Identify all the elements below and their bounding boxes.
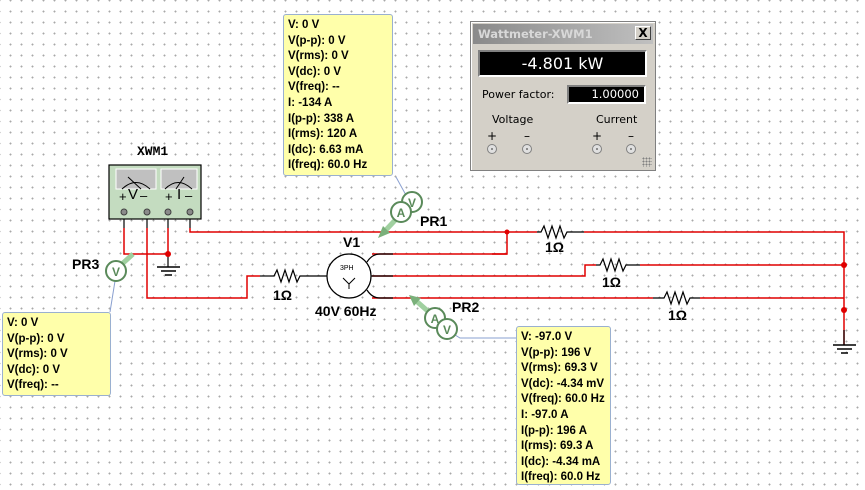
wattmeter-v-label: V <box>128 186 139 203</box>
resistor-load-c-label: 1Ω <box>668 307 688 323</box>
junction-dot <box>165 251 171 257</box>
probe-pr1-readout: V: 0 V V(p-p): 0 V V(rms): 0 V V(dc): 0 … <box>283 14 393 176</box>
reading: I(p-p): 338 A <box>288 112 355 125</box>
reading: V: -97.0 V <box>521 331 573 343</box>
wires <box>123 228 845 345</box>
power-reading-display: -4.801 kW <box>478 50 647 77</box>
junction-dot <box>504 229 510 235</box>
ground-icon <box>157 266 180 276</box>
junction-dot <box>841 307 847 313</box>
three-phase-source[interactable] <box>326 253 372 299</box>
reading: V: 0 V <box>288 19 320 31</box>
wattmeter-window-title[interactable]: Wattmeter-XWM1 <box>473 24 653 44</box>
reading: V(dc): 0 V <box>7 363 61 376</box>
wire-load-a-out <box>584 231 845 345</box>
reading: V(p-p): 0 V <box>288 34 346 47</box>
source-value-label: 40V 60Hz <box>315 303 377 319</box>
probe-pr2-label: PR2 <box>452 299 480 315</box>
reading: V(freq): 60.0 Hz <box>521 393 605 406</box>
component-leads <box>123 218 845 345</box>
power-factor-value: 1.00000 <box>567 85 646 104</box>
current-minus-sign: – <box>628 129 634 143</box>
resistor-load-b-label: 1Ω <box>602 274 622 290</box>
voltage-minus-sign: – <box>524 129 530 143</box>
current-plus-sign: + <box>592 129 603 143</box>
probe-pr1-label: PR1 <box>420 213 448 229</box>
terminal-i-plus <box>164 208 172 216</box>
reading: I(dc): 6.63 mA <box>288 143 364 156</box>
ammeter-dial-icon <box>164 182 193 190</box>
resistor-load-a[interactable] <box>537 224 584 240</box>
close-button[interactable]: X <box>635 26 651 40</box>
reading: V(freq): -- <box>288 81 340 94</box>
resistor-source-label: 1Ω <box>273 287 293 303</box>
resistor-source[interactable] <box>270 268 303 284</box>
probe-pr3-label: PR3 <box>72 256 100 272</box>
wire-wm-iminus <box>189 228 507 233</box>
probe-pr1-icon[interactable]: V A <box>378 191 423 238</box>
reading: V(freq): -- <box>7 379 59 392</box>
wattmeter-v-plus: + <box>119 189 127 204</box>
wattmeter-i-label: I <box>177 186 182 203</box>
terminal-i-minus <box>186 208 194 216</box>
reading: I(p-p): 196 A <box>521 424 588 437</box>
ground-icon <box>833 344 856 354</box>
voltage-minus-terminal[interactable] <box>522 144 532 154</box>
svg-text:V: V <box>112 265 120 279</box>
junction-dot <box>841 262 847 268</box>
junctions <box>165 229 847 313</box>
terminal-v-minus <box>143 208 151 216</box>
wattmeter-i-minus: – <box>185 188 193 203</box>
wire-phase-b <box>372 264 596 277</box>
probe-pr2-readout: V: -97.0 V V(p-p): 196 V V(rms): 69.3 V … <box>516 326 611 485</box>
voltage-plus-terminal[interactable] <box>487 144 497 154</box>
reading: V(rms): 0 V <box>288 50 349 63</box>
svg-text:A: A <box>431 312 440 326</box>
resistor-load-c[interactable] <box>653 290 700 306</box>
svg-text:V: V <box>443 323 451 337</box>
resize-grip-icon[interactable] <box>642 157 652 167</box>
current-plus-terminal[interactable] <box>592 144 602 154</box>
reading: V: 0 V <box>7 317 39 329</box>
reading: V(dc): 0 V <box>288 65 342 78</box>
voltage-plus-sign: + <box>487 129 498 143</box>
reading: I(freq): 60.0 Hz <box>288 159 368 172</box>
svg-text:A: A <box>397 206 406 220</box>
wire-wm-vminus <box>146 228 260 299</box>
terminal-v-plus <box>120 208 128 216</box>
probe-pr3-icon[interactable]: V <box>105 252 135 282</box>
reading: I: -134 A <box>288 96 333 109</box>
svg-text:V: V <box>408 196 416 210</box>
wire-phase-a-return <box>492 232 508 255</box>
current-minus-terminal[interactable] <box>626 144 636 154</box>
reading: I(dc): -4.34 mA <box>521 455 601 468</box>
reading: I(rms): 120 A <box>288 128 358 141</box>
probe-pr2-icon[interactable]: A V <box>409 295 458 340</box>
reading: I(rms): 69.3 A <box>521 440 594 453</box>
resistor-load-b[interactable] <box>596 257 640 273</box>
wire-wm-vplus <box>123 228 168 255</box>
reading: V(rms): 69.3 V <box>521 362 598 375</box>
reading: V(p-p): 196 V <box>521 346 592 359</box>
current-group-label: Current <box>596 113 638 126</box>
wattmeter-i-plus: + <box>165 189 173 204</box>
resistor-load-a-label: 1Ω <box>545 239 565 255</box>
reading: V(p-p): 0 V <box>7 332 65 345</box>
reading: I: -97.0 A <box>521 408 569 421</box>
voltmeter-dial-icon <box>121 182 151 190</box>
reading: V(dc): -4.34 mV <box>521 377 605 390</box>
voltage-group-label: Voltage <box>492 113 534 126</box>
wattmeter-symbol[interactable] <box>108 164 202 220</box>
source-symbol-text: 3PH <box>340 265 354 272</box>
reading: V(rms): 0 V <box>7 348 68 361</box>
wye-icon <box>342 277 356 289</box>
wattmeter-ref-label: XWM1 <box>137 144 169 159</box>
wattmeter-window[interactable]: Wattmeter-XWM1 X -4.801 kW Power factor:… <box>470 21 656 171</box>
power-factor-label: Power factor: <box>482 88 555 101</box>
wattmeter-v-minus: – <box>140 188 148 203</box>
probe-pr3-readout: V: 0 V V(p-p): 0 V V(rms): 0 V V(dc): 0 … <box>2 312 111 396</box>
reading: I(freq): 60.0 Hz <box>521 471 601 484</box>
source-ref-label: V1 <box>343 234 361 250</box>
